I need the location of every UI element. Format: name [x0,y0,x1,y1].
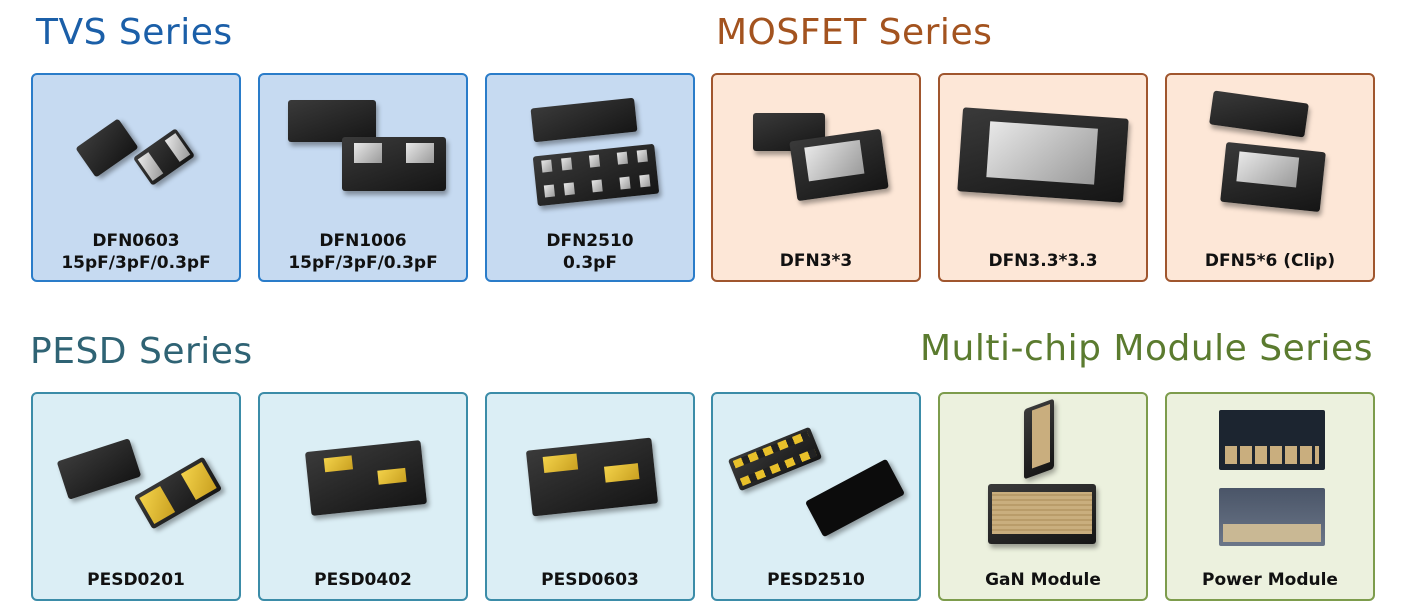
pesd0201-chip-image [33,404,239,544]
product-label: DFN3*3 [779,251,853,271]
product-card-dfn3-3x3-3[interactable]: DFN3.3*3.3 [938,73,1148,282]
pesd2510-chip-image [713,404,919,544]
product-label: DFN3.3*3.3 [988,251,1098,271]
product-card-dfn5x6-clip[interactable]: DFN5*6 (Clip) [1165,73,1375,282]
product-label: PESD0201 [87,570,185,590]
product-card-gan-module[interactable]: GaN Module [938,392,1148,601]
dfn3-3x3-3-chip-image [940,85,1146,225]
product-card-pesd0603[interactable]: PESD0603 [485,392,695,601]
tvs-series-title: TVS Series [36,12,233,53]
product-label: PESD0603 [541,570,639,590]
dfn5x6-clip-chip-image [1167,85,1373,225]
product-card-pesd0402[interactable]: PESD0402 [258,392,468,601]
pesd0603-chip-image [487,404,693,544]
multichip-module-series-title: Multi-chip Module Series [920,328,1373,369]
product-card-pesd2510[interactable]: PESD2510 [711,392,921,601]
mosfet-series-title: MOSFET Series [716,12,993,53]
product-card-dfn3x3[interactable]: DFN3*3 [711,73,921,282]
product-label: Power Module [1202,570,1338,590]
product-label: GaN Module [985,570,1101,590]
gan-module-image [940,398,1146,544]
dfn0603-chip-image [33,85,239,225]
product-card-power-module[interactable]: Power Module [1165,392,1375,601]
pesd0402-chip-image [260,404,466,544]
product-card-pesd0201[interactable]: PESD0201 [31,392,241,601]
product-label: PESD0402 [314,570,412,590]
dfn2510-chip-image [487,85,693,225]
product-label: DFN5*6 (Clip) [1204,251,1336,271]
power-module-image [1167,404,1373,546]
pesd-series-title: PESD Series [30,331,253,372]
product-label: PESD2510 [767,570,865,590]
dfn1006-chip-image [260,85,466,225]
dfn3x3-chip-image [713,85,919,225]
